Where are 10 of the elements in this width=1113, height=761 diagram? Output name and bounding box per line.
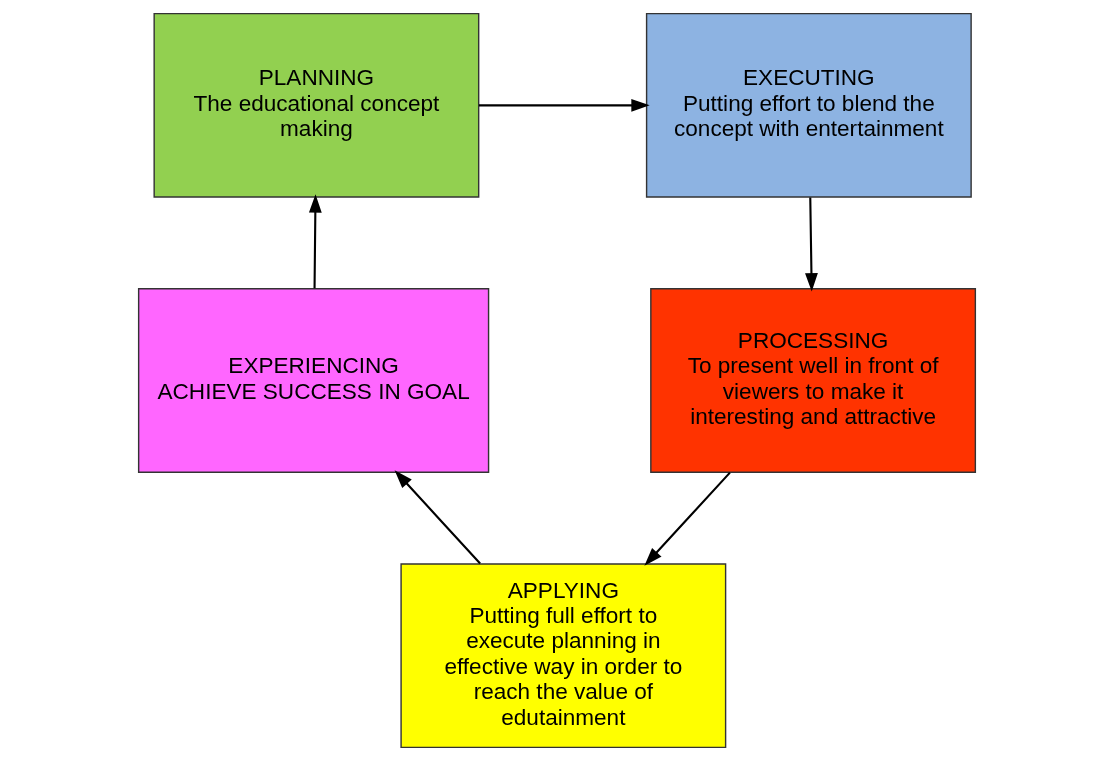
node-box: APPLYING Putting full effort to execute planning in effective way in order to reach the value of edutainment (399, 563, 726, 749)
arrow (308, 194, 322, 289)
arrow (804, 197, 818, 292)
arrow (643, 471, 731, 566)
node-box: EXECUTING Putting effort to blend the concept with entertainment (645, 12, 972, 198)
node-box: PLANNING The educational concept making (152, 12, 479, 198)
node-box: PROCESSING To present well in front of viewers to make it interesting and attractive (649, 288, 976, 473)
node-box: EXPERIENCING ACHIEVE SUCCESS IN GOAL (137, 288, 489, 473)
arrow (478, 98, 650, 112)
arrow (394, 470, 481, 565)
